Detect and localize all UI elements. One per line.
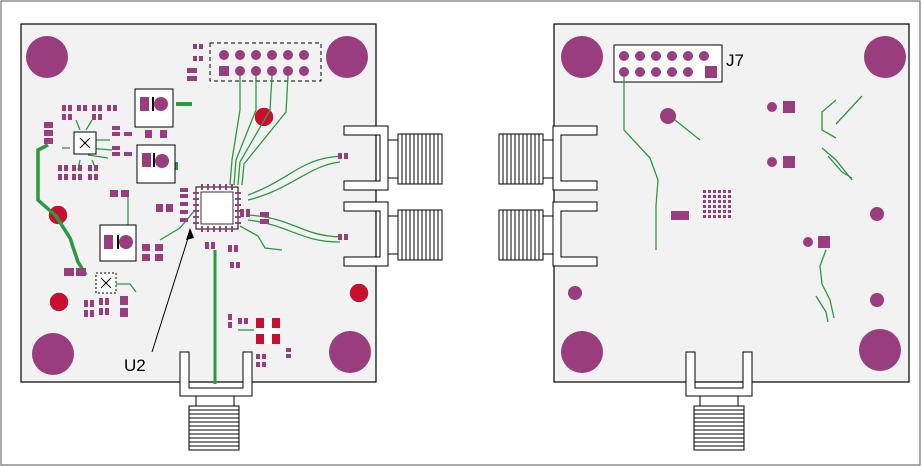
sma-connector-bottom [179,351,253,451]
mount-hole [32,333,74,375]
sma-connector-right-2 [343,201,443,267]
mount-hole [561,331,603,373]
mount-hole [561,36,603,78]
board-bottom: J7 [498,23,910,451]
sma-connector-bottom-2 [685,351,753,451]
sma-connector-left-1 [498,125,598,191]
header-top [209,42,322,82]
red-component [256,318,280,344]
smd-pads [44,44,348,367]
boxed-component [136,144,176,184]
sma-connector-right-1 [343,125,443,191]
board-bottom-outline [553,23,910,383]
label-u2: U2 [124,356,146,375]
mount-hole [859,329,901,371]
boxed-component [99,224,137,262]
boxed-component [134,88,174,128]
mount-hole [26,36,68,78]
via-grid [703,190,731,218]
mount-hole [864,36,906,78]
u2-leader-line [151,231,191,353]
label-j7: J7 [726,51,744,70]
power-trace [36,143,88,276]
traces-bottom [623,77,863,323]
header-j7 [613,44,723,83]
u2-arrowhead [186,228,194,240]
sma-connector-left-2 [498,201,598,267]
board-top: U2 [20,23,443,451]
chip-u2 [193,184,241,232]
mount-hole [329,331,371,373]
chip-dashed [95,272,117,294]
bottom-pads [568,101,884,307]
mount-hole [326,36,368,78]
chip-small [73,131,97,155]
